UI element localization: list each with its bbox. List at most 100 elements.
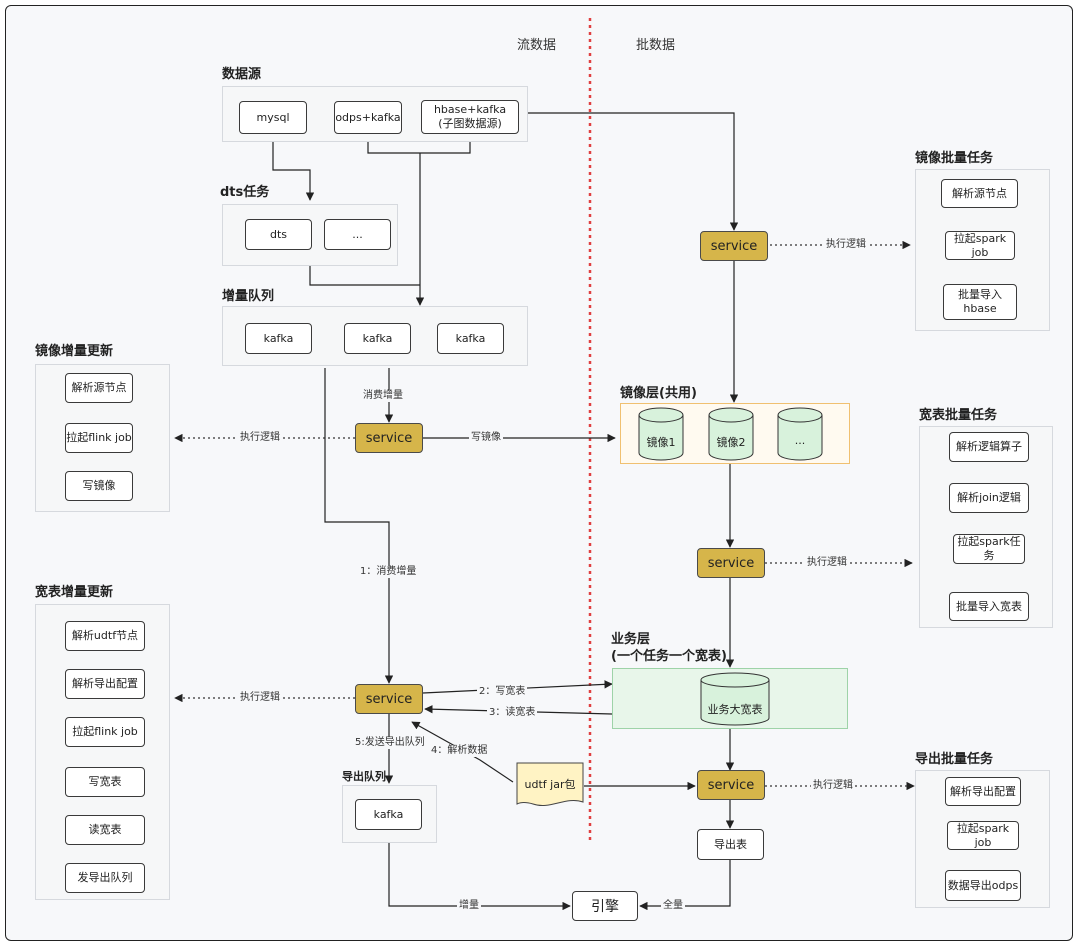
mirror-batch-step3-line2: hbase: [963, 302, 997, 315]
wide-batch-step4-label: 批量导入宽表: [956, 599, 1022, 613]
mysql-node: mysql: [239, 101, 307, 134]
wide-incr-step2: 解析导出配置: [65, 669, 145, 699]
wide-batch-step2: 解析join逻辑: [949, 483, 1029, 513]
wide-batch-step1-label: 解析逻辑算子: [956, 440, 1022, 454]
export-kafka-label: kafka: [373, 807, 404, 821]
wide-incr-step6: 发导出队列: [65, 863, 145, 893]
incr-kafka-3-label: kafka: [455, 331, 486, 345]
label-full: 全量: [661, 900, 685, 912]
export-batch-step2: 拉起spark job: [947, 821, 1019, 850]
engine-node: 引擎: [572, 891, 638, 921]
incr-kafka-2-label: kafka: [362, 331, 393, 345]
label-write-mirror: 写镜像: [469, 432, 503, 444]
mirror-incr-step1: 解析源节点: [65, 373, 133, 403]
label-consume-incr: 消费增量: [361, 390, 405, 402]
batch-service-export: service: [697, 770, 765, 800]
mirror-db-2-shape: [708, 407, 754, 461]
dts-more-node: ...: [324, 219, 391, 250]
biz-wide-table-label: 业务大宽表: [707, 703, 763, 716]
wide-incr-step1-label: 解析udtf节点: [71, 629, 139, 643]
mirror-incr-step3-label: 写镜像: [82, 479, 116, 493]
odps-kafka-label: odps+kafka: [335, 110, 401, 124]
export-table-node: 导出表: [697, 829, 764, 860]
edge-queue-service2: [324, 368, 394, 684]
edge-datasource-batch-service: [527, 112, 739, 231]
mirror-db-2-label: 镜像2: [716, 436, 746, 449]
biz-layer-title-2: (一个任务一个宽表): [611, 649, 727, 664]
biz-wide-table-shape: [700, 672, 770, 726]
dts-more-label: ...: [352, 227, 363, 241]
edge-dts-incr-queue: [309, 266, 420, 286]
label-incr: 增量: [457, 900, 481, 912]
biz-layer-title-1: 业务层: [611, 632, 651, 647]
export-batch-step1-label: 解析导出配置: [950, 784, 1016, 798]
wide-batch-step2-label: 解析join逻辑: [957, 491, 1021, 505]
export-table-label: 导出表: [714, 837, 747, 851]
label-step5-send: 5:发送导出队列: [353, 737, 427, 749]
stream-service-mirror: service: [355, 423, 423, 453]
mirror-db-1-shape: [638, 407, 684, 461]
mirror-batch-step1-label: 解析源节点: [952, 186, 1007, 200]
label-exec-logic-wide-incr: 执行逻辑: [238, 692, 282, 704]
batch-service-wide-label: service: [707, 555, 755, 571]
edge-export-queue-engine: [388, 843, 571, 911]
mirror-db-3-label: ...: [794, 434, 806, 447]
wide-batch-title: 宽表批量任务: [919, 408, 998, 423]
incr-kafka-1: kafka: [245, 323, 312, 354]
label-exec-logic-mirror-batch: 执行逻辑: [824, 239, 868, 251]
edge-odps-hbase-merge: [367, 134, 471, 154]
incr-queue-title: 增量队列: [222, 289, 275, 304]
udtf-jar-doc: udtf jar包: [516, 762, 584, 810]
export-batch-step2-label: 拉起spark job: [956, 821, 1010, 849]
mirror-db-3-shape: [777, 407, 823, 461]
label-exec-logic-export-batch: 执行逻辑: [811, 780, 855, 792]
batch-service-wide: service: [697, 548, 765, 578]
wide-incr-step2-label: 解析导出配置: [72, 677, 138, 691]
udtf-jar-label: udtf jar包: [524, 778, 576, 791]
export-queue-title: 导出队列: [342, 770, 386, 783]
wide-batch-step1: 解析逻辑算子: [949, 432, 1029, 462]
mirror-batch-title: 镜像批量任务: [915, 151, 994, 166]
wide-incr-step5-label: 读宽表: [88, 823, 122, 837]
wide-batch-step3: 拉起spark任务: [953, 534, 1025, 564]
wide-incr-step4-label: 写宽表: [88, 775, 122, 789]
dts-label: dts: [269, 227, 288, 241]
mirror-incr-step1-label: 解析源节点: [71, 381, 127, 395]
wide-batch-step3-label: 拉起spark任务: [957, 535, 1021, 562]
wide-incr-step3: 拉起flink job: [65, 717, 145, 747]
label-step4-parse: 4：解析数据: [429, 745, 490, 757]
export-batch-step3-label: 数据导出odps: [947, 878, 1019, 892]
export-kafka-node: kafka: [355, 799, 422, 830]
mirror-batch-step1: 解析源节点: [941, 179, 1018, 208]
wide-incr-step4: 写宽表: [65, 767, 145, 797]
wide-incr-group: [35, 604, 170, 900]
incr-kafka-3: kafka: [437, 323, 504, 354]
edge-udtf-service2: [411, 721, 514, 783]
subgraph-datasource-label: (子图数据源): [438, 117, 502, 130]
mirror-incr-step2: 拉起flink job: [65, 423, 133, 453]
mirror-batch-step3-line1: 批量导入: [958, 288, 1002, 302]
mirror-batch-step2-label: 拉起spark job: [953, 231, 1007, 259]
incr-kafka-2: kafka: [344, 323, 411, 354]
stream-service-wide: service: [355, 684, 423, 714]
mirror-incr-step2-label: 拉起flink job: [66, 431, 132, 445]
hbase-kafka-label: hbase+kafka: [433, 103, 507, 117]
edge-mysql-dts: [272, 134, 315, 201]
wide-batch-step4: 批量导入宽表: [949, 592, 1029, 621]
stream-service-mirror-label: service: [365, 430, 413, 446]
batch-data-header: 批数据: [636, 38, 676, 53]
batch-service-mirror-label: service: [710, 238, 758, 254]
export-batch-step3: 数据导出odps: [945, 870, 1021, 901]
datasource-title: 数据源: [222, 67, 262, 82]
batch-service-export-label: service: [707, 777, 755, 793]
odps-kafka-node: odps+kafka: [334, 101, 402, 134]
mirror-db-2: 镜像2: [708, 407, 754, 461]
mirror-incr-step3: 写镜像: [65, 471, 133, 501]
mirror-incr-title: 镜像增量更新: [35, 344, 114, 359]
incr-kafka-1-label: kafka: [263, 331, 294, 345]
hbase-kafka-node: hbase+kafka (子图数据源): [421, 100, 519, 134]
mirror-db-1-label: 镜像1: [646, 436, 676, 449]
mirror-db-1: 镜像1: [638, 407, 684, 461]
mysql-label: mysql: [256, 110, 290, 124]
